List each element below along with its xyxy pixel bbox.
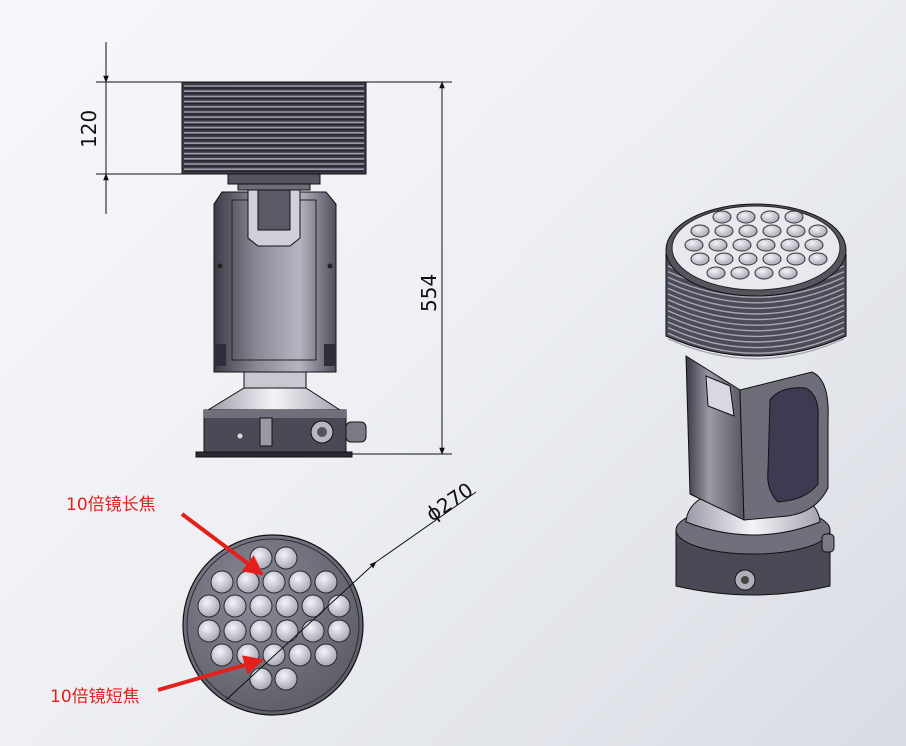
- iso-led-lens: [760, 210, 780, 224]
- led-array: [197, 546, 351, 691]
- iso-led-lens: [730, 266, 750, 280]
- led-lens: [249, 667, 273, 691]
- iso-led-lens: [684, 238, 704, 252]
- led-lens: [197, 619, 221, 643]
- callout-long-focus: 10倍镜长焦: [66, 495, 264, 576]
- iso-led-array: [684, 210, 828, 280]
- iso-led-lens: [732, 238, 752, 252]
- dimension-label-554: 554: [417, 274, 441, 312]
- iso-led-lens: [708, 238, 728, 252]
- iso-led-lens: [712, 210, 732, 224]
- led-lens: [301, 594, 325, 618]
- iso-led-lens: [762, 224, 782, 238]
- rotating-base: [195, 371, 367, 458]
- led-lens: [288, 643, 312, 667]
- led-lens: [288, 570, 312, 594]
- led-lens: [327, 619, 351, 643]
- iso-led-lens: [808, 252, 828, 266]
- iso-fin-line: [667, 310, 845, 332]
- iso-led-lens: [754, 266, 774, 280]
- iso-fin-line: [667, 304, 845, 326]
- iso-yoke: [685, 355, 829, 521]
- dimension-label-diameter: ϕ270: [421, 478, 477, 527]
- iso-led-lens: [706, 266, 726, 280]
- iso-led-lens: [756, 238, 776, 252]
- iso-led-lens: [762, 252, 782, 266]
- iso-led-lens: [808, 224, 828, 238]
- face-view: [182, 534, 364, 716]
- front-view: [181, 81, 367, 458]
- iso-fin-line: [667, 338, 845, 360]
- iso-led-lens: [736, 210, 756, 224]
- iso-led-lens: [778, 266, 798, 280]
- iso-fin-line: [667, 321, 845, 343]
- iso-fin-line: [667, 287, 845, 310]
- iso-led-lens: [714, 224, 734, 238]
- led-lens: [301, 619, 325, 643]
- led-lens: [327, 594, 351, 618]
- led-lens: [274, 546, 298, 570]
- iso-led-lens: [784, 210, 804, 224]
- dimension-label-120: 120: [77, 110, 101, 148]
- iso-led-lens: [786, 224, 806, 238]
- heatsink-head: [181, 81, 367, 191]
- led-lens: [314, 643, 338, 667]
- led-lens: [274, 667, 298, 691]
- heatsink-fins: [184, 85, 364, 172]
- iso-fin-line: [667, 298, 845, 321]
- callout-short-focus: 10倍镜短焦: [50, 655, 264, 707]
- led-lens: [275, 594, 299, 618]
- iso-fin-line: [667, 326, 845, 349]
- led-lens: [262, 570, 286, 594]
- iso-led-lens: [786, 252, 806, 266]
- led-lens: [275, 619, 299, 643]
- led-lens: [249, 619, 273, 643]
- led-lens: [197, 594, 221, 618]
- iso-led-lens: [690, 252, 710, 266]
- iso-head: [665, 203, 847, 360]
- iso-led-lens: [714, 252, 734, 266]
- dimension-total-height: 554: [352, 81, 452, 455]
- led-lens: [249, 594, 273, 618]
- iso-led-lens: [690, 224, 710, 238]
- iso-fin-line: [667, 276, 845, 298]
- iso-fin-line: [667, 332, 845, 354]
- iso-led-lens: [738, 224, 758, 238]
- led-lens: [210, 643, 234, 667]
- iso-led-lens: [738, 252, 758, 266]
- yoke-body: [213, 189, 337, 373]
- led-lens: [210, 570, 234, 594]
- iso-fin-line: [667, 315, 845, 338]
- iso-fin-line: [667, 293, 845, 315]
- callout-label-long-focus: 10倍镜长焦: [66, 495, 156, 515]
- led-lens: [236, 570, 260, 594]
- iso-led-lens: [780, 238, 800, 252]
- dimension-head-height: 120: [77, 42, 182, 214]
- iso-fin-line: [667, 282, 845, 304]
- led-lens: [223, 619, 247, 643]
- callout-label-short-focus: 10倍镜短焦: [50, 687, 140, 707]
- isometric-view: [665, 203, 847, 596]
- led-lens: [314, 570, 338, 594]
- led-lens: [223, 594, 247, 618]
- iso-led-lens: [804, 238, 824, 252]
